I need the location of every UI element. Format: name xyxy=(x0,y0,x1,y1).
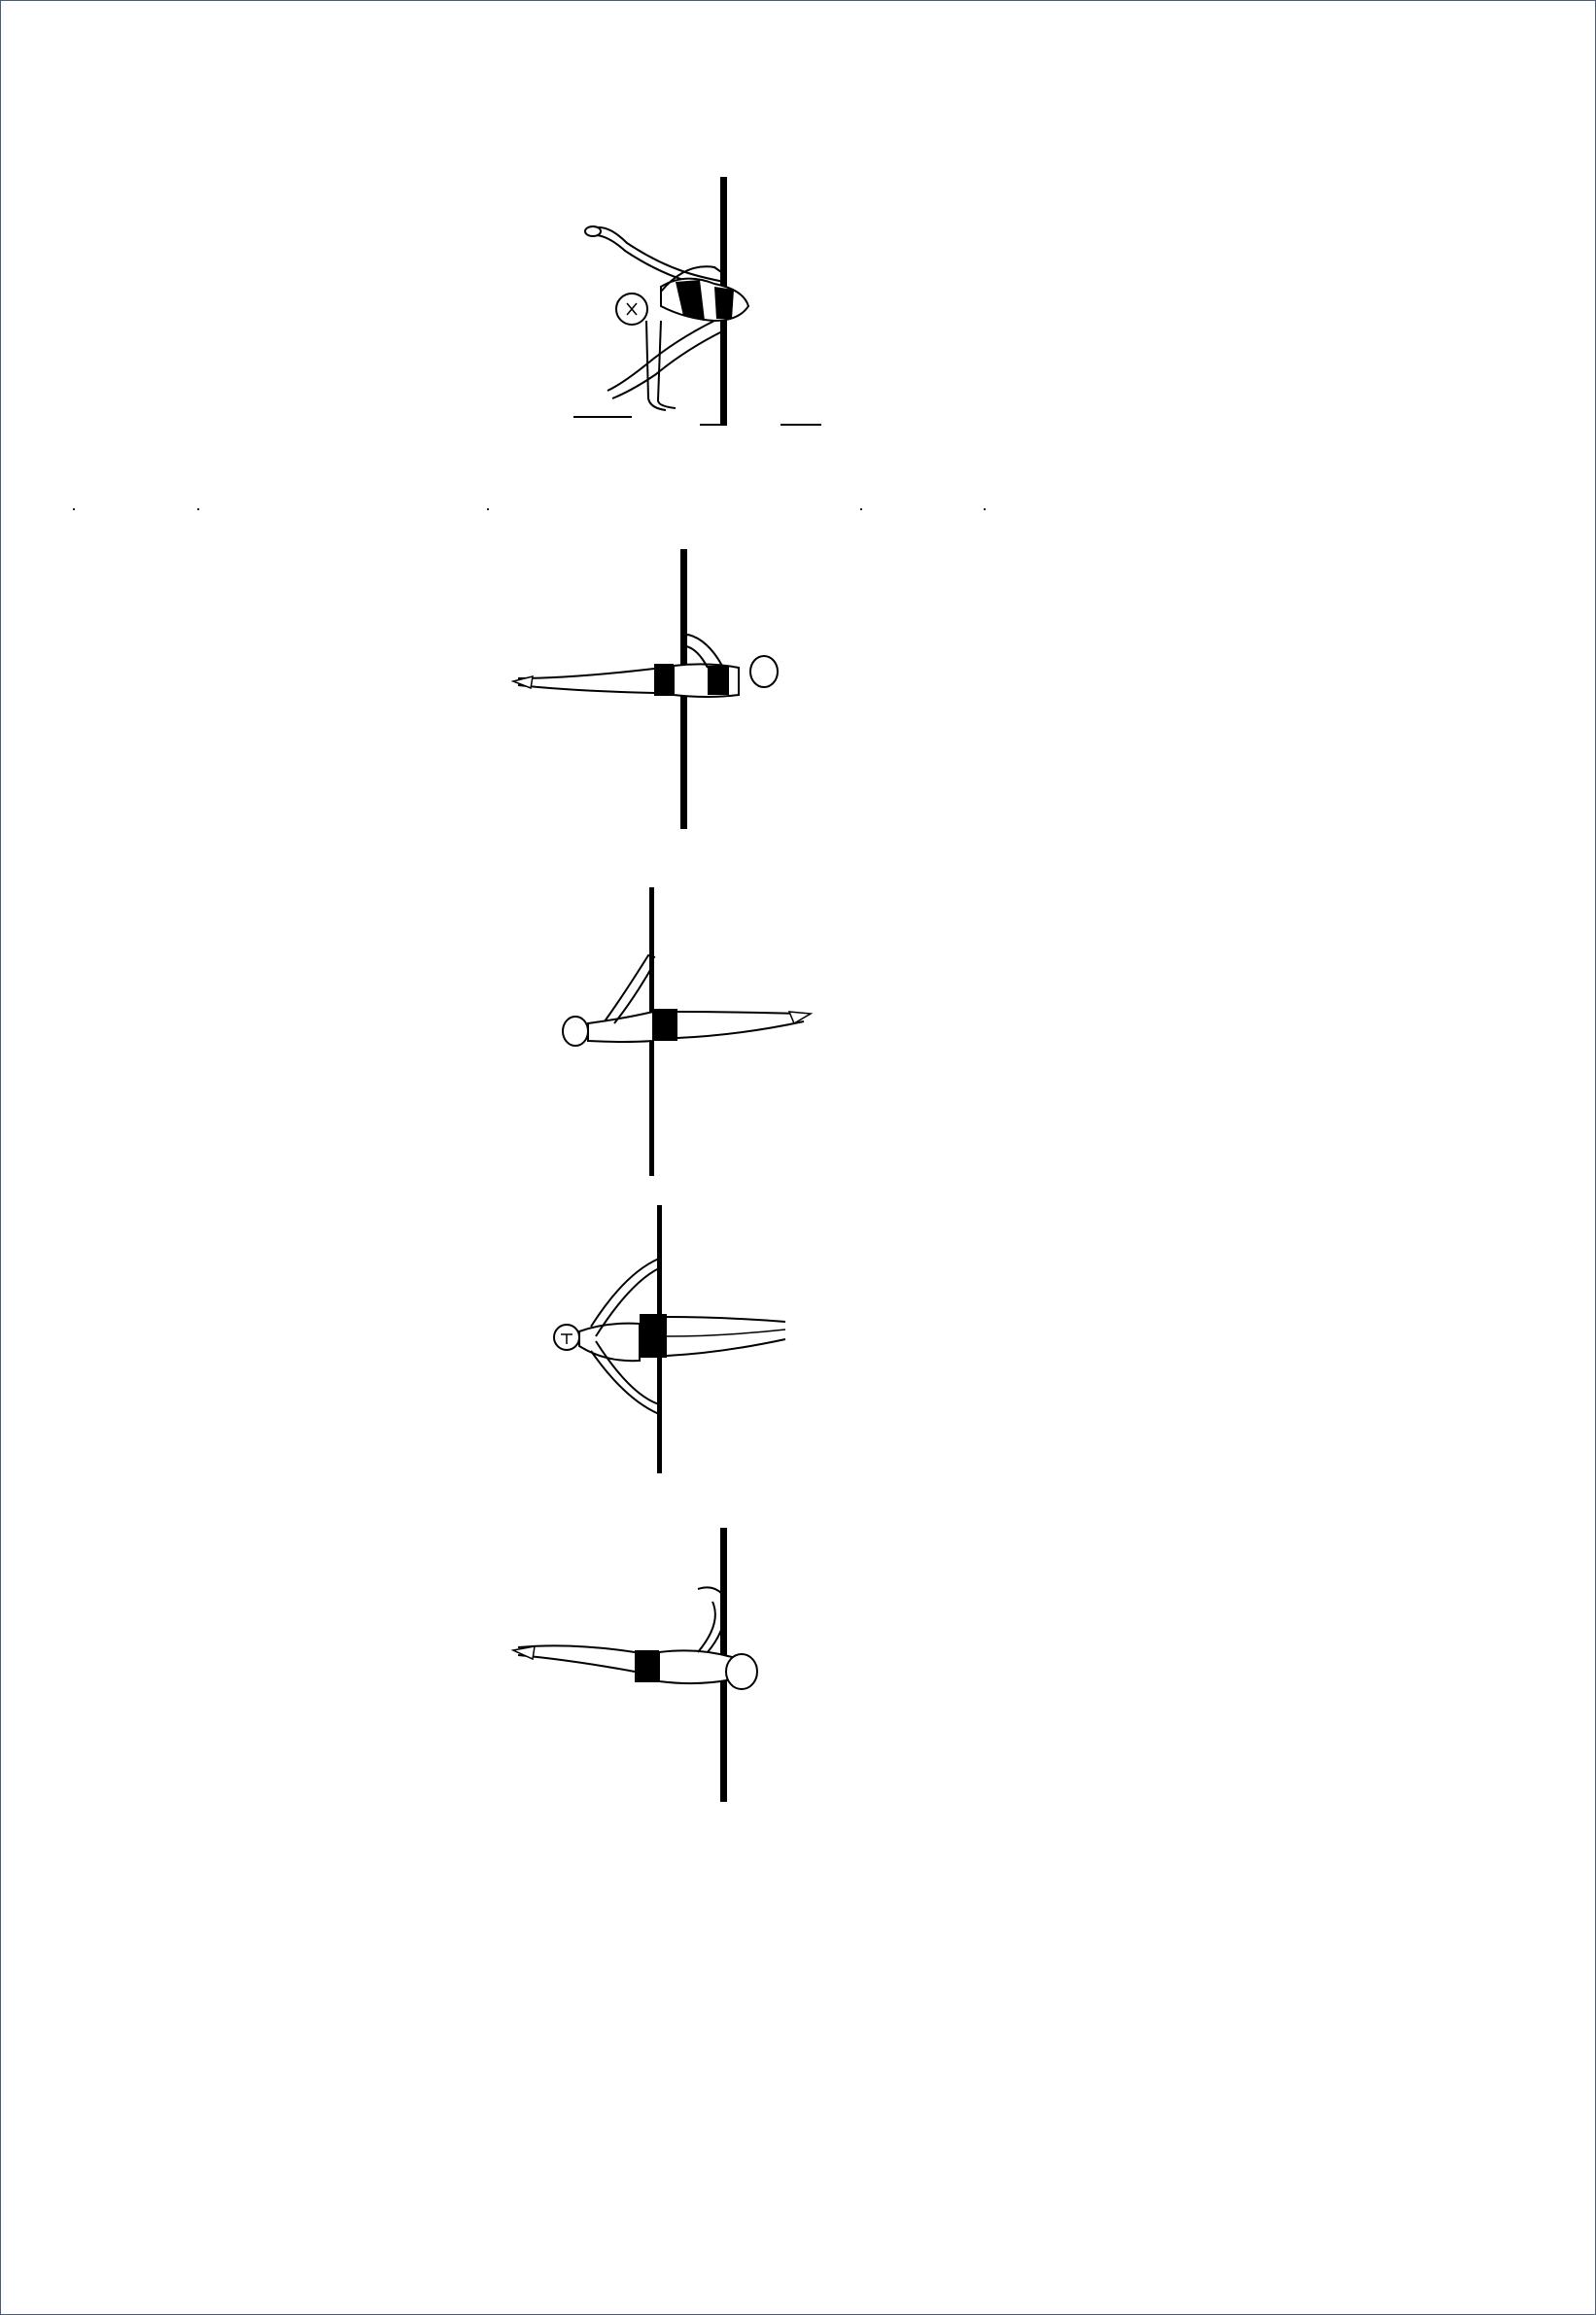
pole-figure-5 xyxy=(510,1526,776,1803)
separator-dot xyxy=(197,508,199,510)
pole-dancer-illustration-icon xyxy=(573,177,821,426)
pole-figure-2 xyxy=(510,547,795,829)
pole-figure-4 xyxy=(547,1205,810,1475)
separator-dot xyxy=(860,508,862,510)
pole-dancer-illustration-icon xyxy=(553,1205,786,1473)
separator-dot xyxy=(73,508,75,510)
pole-dancer-illustration-icon xyxy=(510,1528,758,1802)
pole-dancer-illustration-icon xyxy=(510,549,779,829)
pole-figure-1 xyxy=(569,175,831,432)
separator-dot xyxy=(984,508,986,510)
separator-dot xyxy=(487,508,489,510)
pole-figure-3 xyxy=(556,887,814,1179)
pole-dancer-illustration-icon xyxy=(562,887,814,1176)
